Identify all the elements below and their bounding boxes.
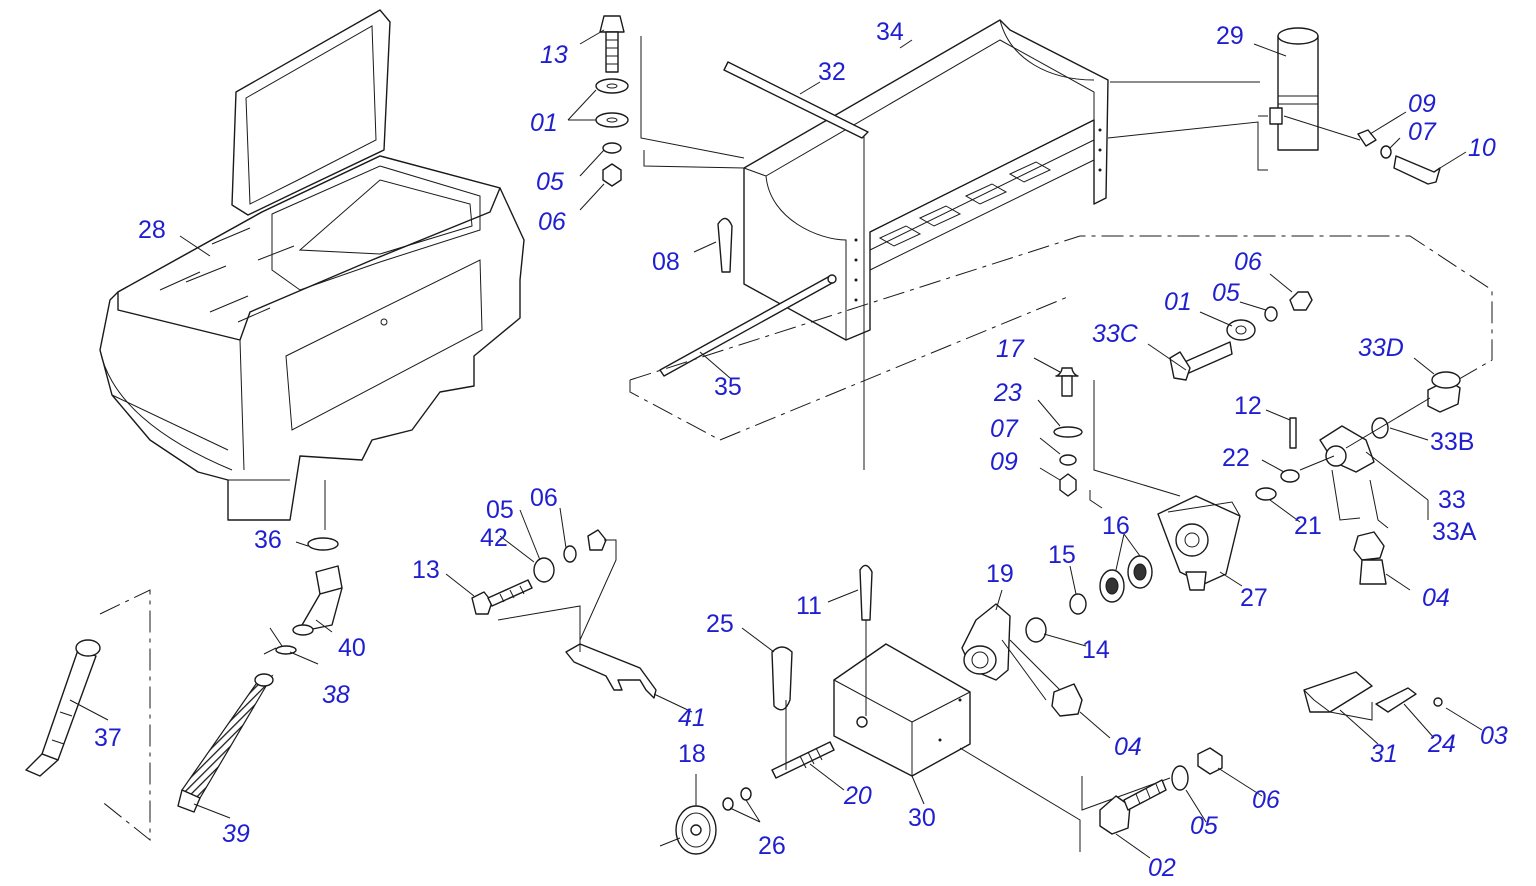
roller-assembly bbox=[1269, 27, 1441, 185]
label-04-right: 04 bbox=[1422, 584, 1450, 612]
label-09-mid: 09 bbox=[990, 448, 1018, 476]
label-37: 37 bbox=[94, 724, 122, 752]
label-06-bottom: 06 bbox=[1252, 786, 1280, 814]
label-19: 19 bbox=[986, 560, 1014, 588]
label-21: 21 bbox=[1294, 512, 1322, 540]
label-06-top: 06 bbox=[538, 208, 566, 236]
label-33A: 33A bbox=[1432, 518, 1477, 546]
leader-lines bbox=[69, 29, 1483, 859]
label-02: 02 bbox=[1148, 854, 1176, 882]
label-05-bottom: 05 bbox=[1190, 812, 1218, 840]
label-01-top: 01 bbox=[530, 109, 558, 137]
label-11: 11 bbox=[796, 592, 822, 620]
label-05-right: 05 bbox=[1212, 279, 1240, 307]
label-34: 34 bbox=[876, 18, 904, 46]
label-33: 33 bbox=[1438, 486, 1466, 514]
label-05-top: 05 bbox=[536, 168, 564, 196]
bearing-group-upper bbox=[1053, 291, 1461, 585]
label-27: 27 bbox=[1240, 584, 1268, 612]
label-10: 10 bbox=[1468, 134, 1496, 162]
bolt-stack-lower bbox=[1099, 747, 1223, 835]
label-14: 14 bbox=[1082, 636, 1110, 664]
hopper-tank bbox=[99, 9, 525, 521]
label-24: 24 bbox=[1427, 730, 1456, 758]
label-29: 29 bbox=[1216, 22, 1244, 50]
label-04-mid: 04 bbox=[1114, 733, 1142, 761]
label-33C: 33C bbox=[1092, 320, 1139, 348]
label-15: 15 bbox=[1048, 541, 1076, 569]
label-26: 26 bbox=[758, 832, 786, 860]
label-06-right: 06 bbox=[1234, 248, 1262, 276]
bracket-assembly bbox=[1303, 671, 1443, 721]
label-33B: 33B bbox=[1430, 428, 1474, 456]
label-17: 17 bbox=[996, 335, 1025, 363]
label-32: 32 bbox=[818, 58, 846, 86]
label-23: 23 bbox=[993, 379, 1022, 407]
label-16: 16 bbox=[1102, 512, 1130, 540]
label-31: 31 bbox=[1370, 740, 1398, 768]
bolt-stack-left bbox=[595, 15, 629, 187]
label-30: 30 bbox=[908, 804, 936, 832]
control-box-assembly bbox=[659, 564, 1171, 855]
label-05-lever: 05 bbox=[486, 496, 514, 524]
label-03: 03 bbox=[1480, 722, 1508, 750]
label-13-top: 13 bbox=[540, 41, 568, 69]
label-07-top: 07 bbox=[1408, 118, 1437, 146]
label-12: 12 bbox=[1234, 392, 1262, 420]
label-41: 41 bbox=[678, 704, 706, 732]
label-06-lever: 06 bbox=[530, 484, 558, 512]
label-40: 40 bbox=[338, 634, 366, 662]
label-20: 20 bbox=[843, 782, 872, 810]
gearbox-assembly bbox=[961, 495, 1241, 717]
label-35: 35 bbox=[714, 373, 742, 401]
label-42: 42 bbox=[480, 524, 508, 552]
label-07-mid: 07 bbox=[990, 415, 1019, 443]
label-08: 08 bbox=[652, 248, 680, 276]
label-33D: 33D bbox=[1358, 334, 1404, 362]
label-39: 39 bbox=[222, 820, 250, 848]
label-09-top: 09 bbox=[1408, 90, 1436, 118]
label-13-lever: 13 bbox=[412, 556, 440, 584]
label-28: 28 bbox=[138, 216, 166, 244]
label-36: 36 bbox=[254, 526, 282, 554]
drain-assembly bbox=[25, 480, 343, 842]
label-25: 25 bbox=[706, 610, 734, 638]
part-labels: 28 36 40 38 37 39 13 01 05 06 32 34 08 3… bbox=[94, 18, 1508, 882]
label-18: 18 bbox=[678, 740, 706, 768]
lever-assembly bbox=[471, 529, 657, 699]
label-01-right: 01 bbox=[1164, 288, 1192, 316]
label-38: 38 bbox=[322, 681, 350, 709]
label-22: 22 bbox=[1222, 444, 1250, 472]
frame-assembly bbox=[629, 19, 1493, 470]
